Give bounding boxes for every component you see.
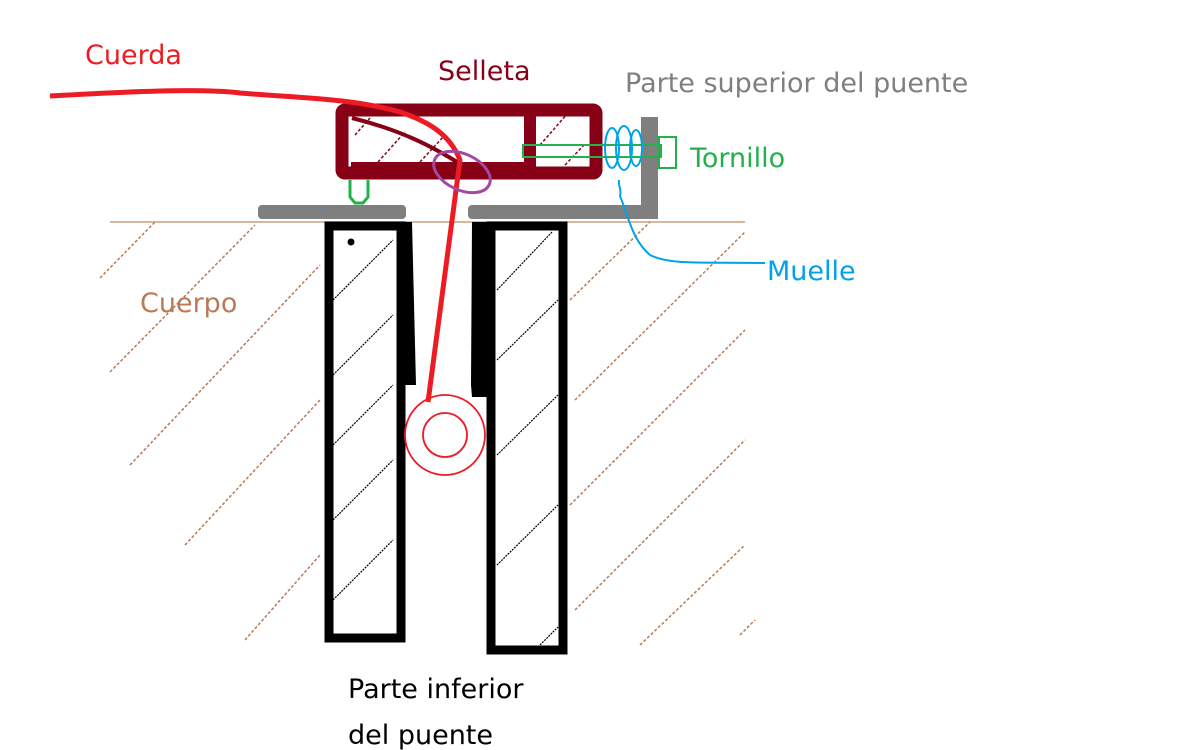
hatch-line	[574, 231, 746, 401]
label-parte-inferior-2: del puente	[348, 720, 494, 750]
inner-hatch-line	[332, 539, 394, 601]
string-ball-end	[404, 394, 486, 476]
saddle	[335, 103, 603, 180]
inner-hatch-line	[496, 299, 559, 361]
inner-hatch-line	[496, 504, 559, 566]
inner-hatch-line	[496, 231, 553, 291]
hatch-line	[109, 224, 256, 373]
label-parte-inferior-1: Parte inferior	[348, 674, 524, 705]
hatch-line	[184, 399, 321, 546]
inner-hatch-line	[332, 239, 394, 301]
hatch-line	[739, 619, 756, 636]
hatch-line	[574, 439, 746, 611]
hatch-line	[569, 221, 651, 301]
inner-hatch-line	[332, 314, 394, 376]
screw	[522, 136, 677, 169]
inner-hatch-line	[496, 394, 559, 456]
label-muelle: Muelle	[767, 256, 856, 287]
label-selleta: Selleta	[438, 56, 531, 87]
label-cuerda: Cuerda	[85, 40, 182, 71]
label-cuerpo: Cuerpo	[140, 288, 238, 319]
saddle-pin	[348, 180, 370, 205]
body-hatching	[99, 221, 756, 646]
hatch-line	[639, 544, 746, 646]
label-tornillo: Tornillo	[690, 143, 786, 174]
hatch-line	[129, 264, 321, 466]
contact-highlight	[432, 149, 492, 195]
inner-hatch-line	[332, 384, 394, 446]
inner-hatch-line	[539, 626, 559, 646]
lower-bridge-part	[324, 221, 568, 655]
upper-bridge-plate	[258, 117, 658, 219]
inner-hatch-line	[332, 459, 394, 521]
hatch-line	[244, 554, 321, 641]
hatch-line	[569, 329, 746, 506]
string	[49, 88, 463, 403]
hatch-line	[99, 221, 156, 279]
label-parte-superior: Parte superior del puente	[625, 68, 969, 99]
spring	[604, 125, 766, 264]
